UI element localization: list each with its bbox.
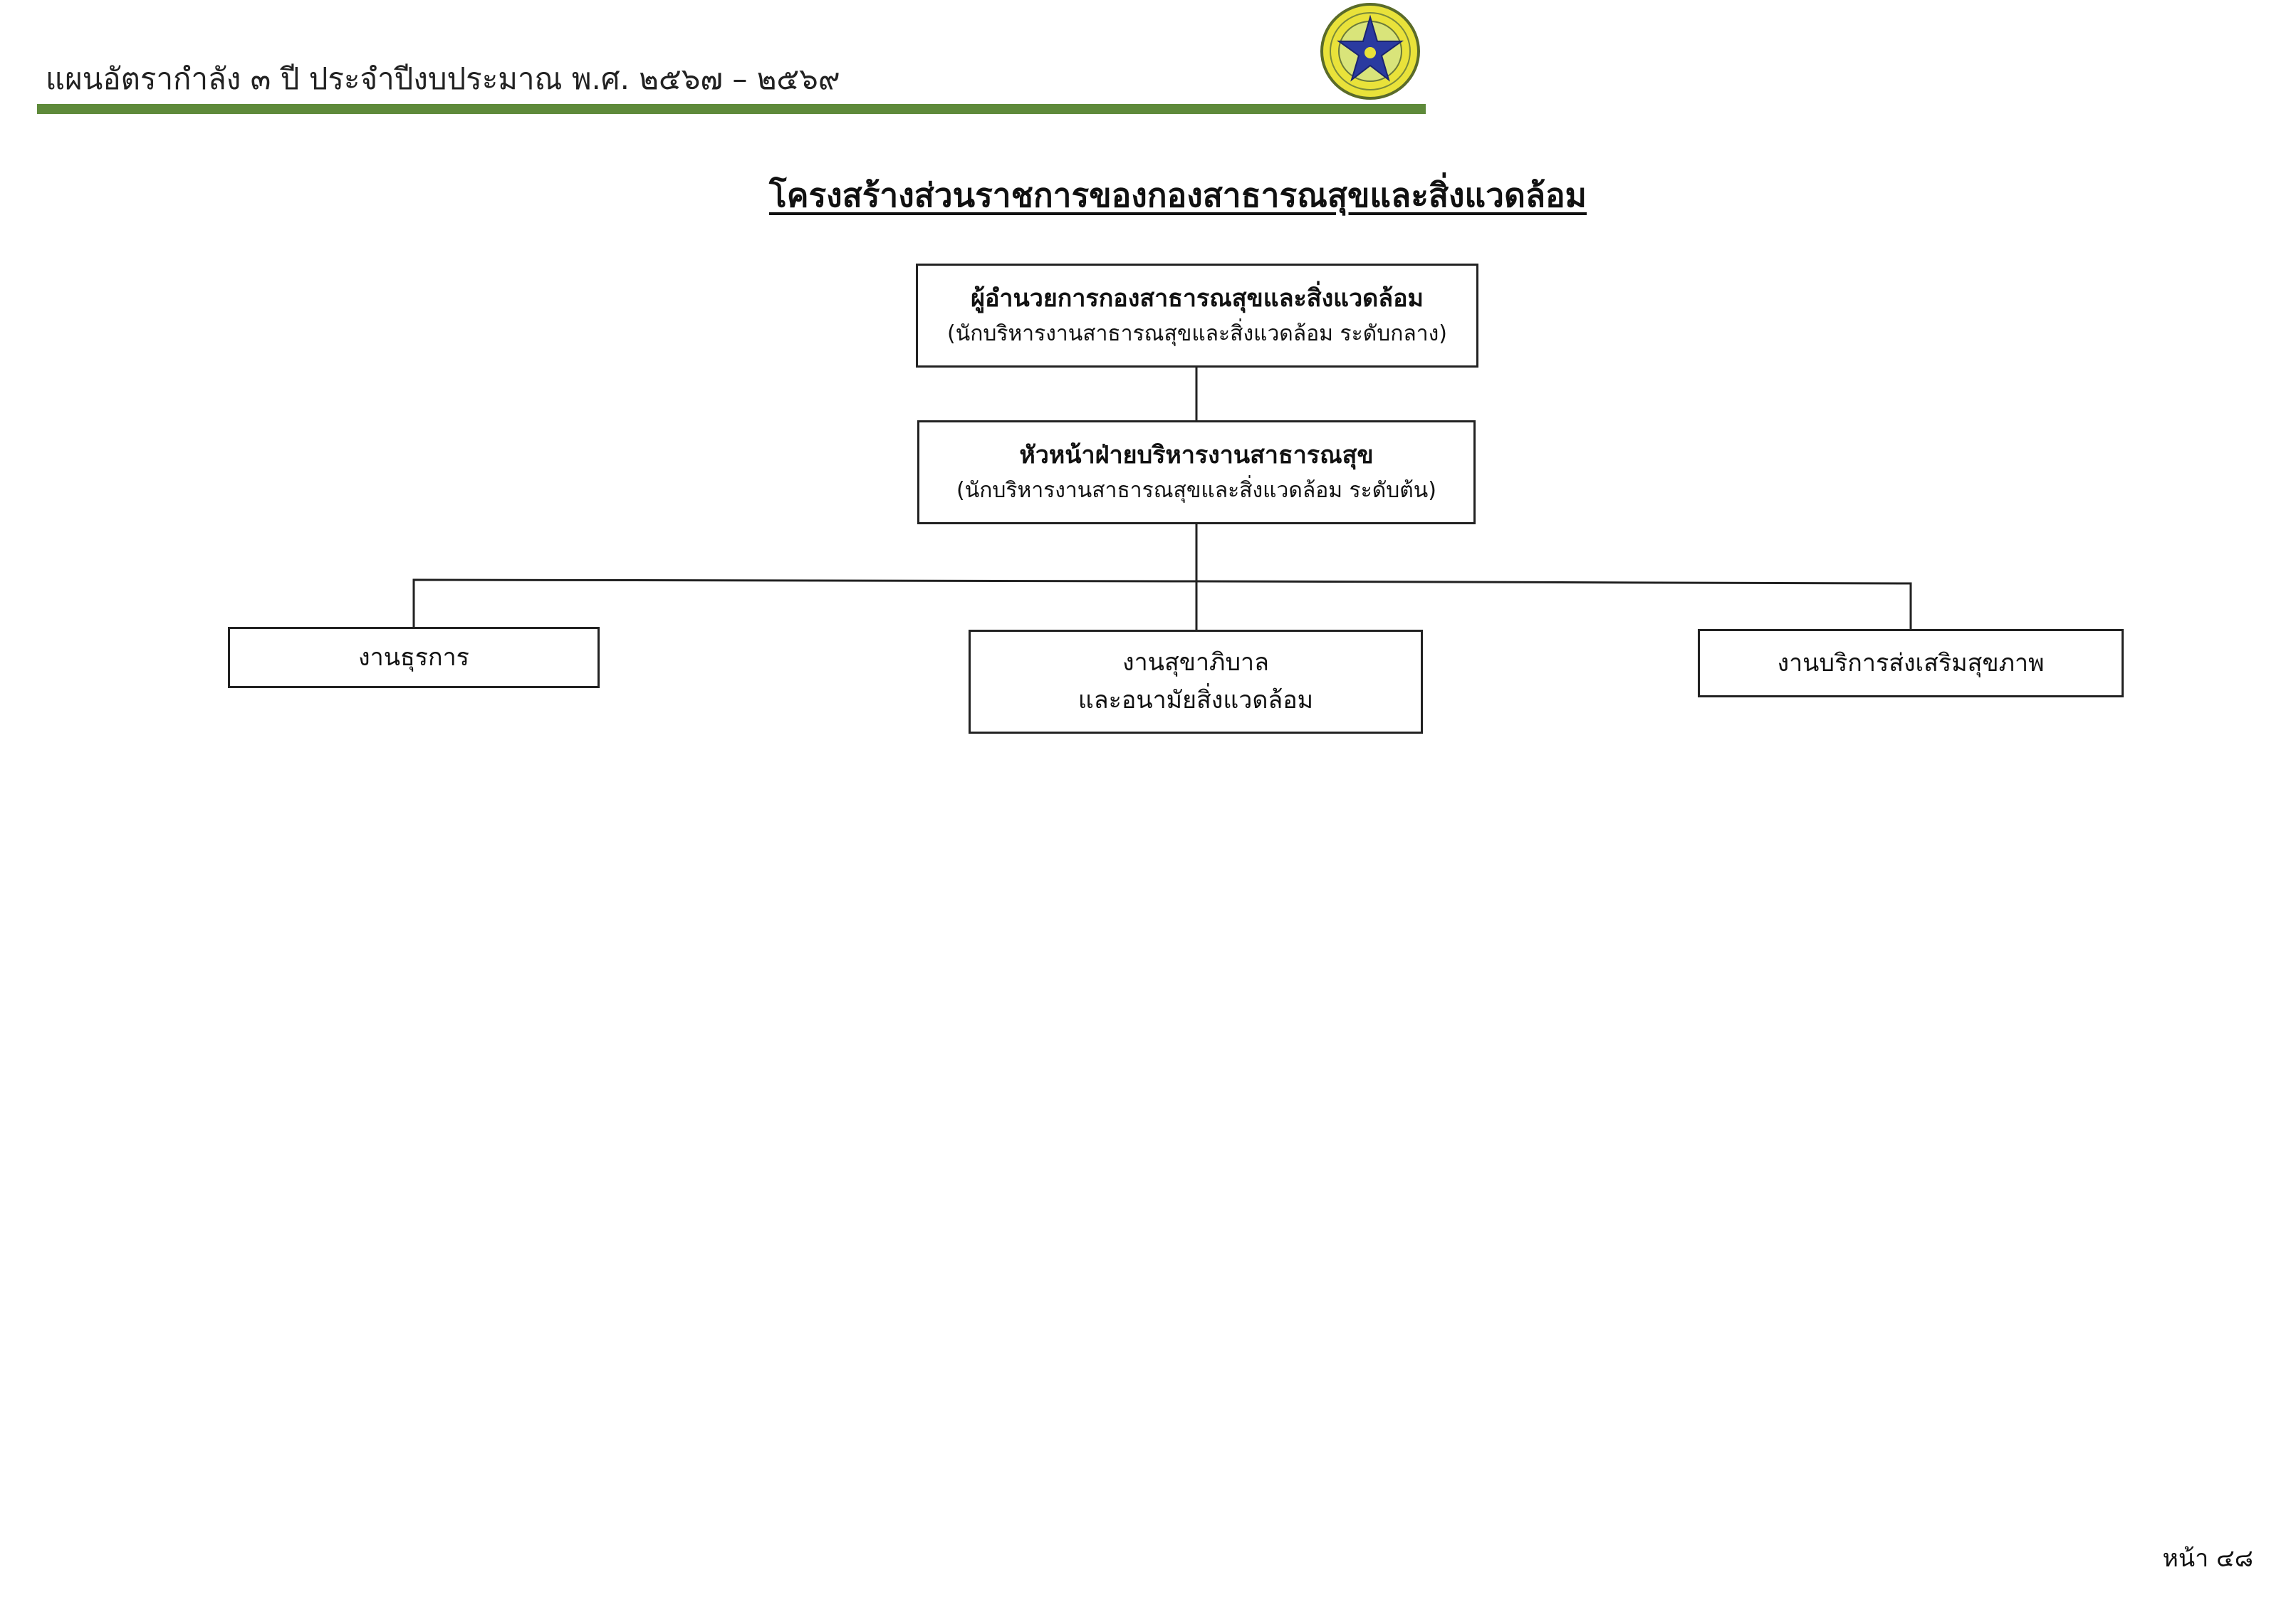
sanitation-work-line1: งานสุขาภิบาล xyxy=(1122,648,1269,677)
director-position: (นักบริหารงานสาธารณสุขและสิ่งแวดล้อม ระด… xyxy=(946,321,1447,347)
plan-header-title: แผนอัตรากำลัง ๓ ปี ประจำปีงบประมาณ พ.ศ. … xyxy=(46,61,840,96)
section-head-node: หัวหน้าฝ่ายบริหารงานสาธารณสุข (นักบริหาร… xyxy=(917,420,1476,524)
sanitation-work-line2: และอนามัยสิ่งแวดล้อม xyxy=(1077,686,1314,714)
director-title: ผู้อำนวยการกองสาธารณสุขและสิ่งแวดล้อม xyxy=(971,284,1424,313)
director-node: ผู้อำนวยการกองสาธารณสุขและสิ่งแวดล้อม (น… xyxy=(916,264,1478,368)
admin-work-label: งานธุรการ xyxy=(358,643,469,672)
sanitation-work-node: งานสุขาภิบาล และอนามัยสิ่งแวดล้อม xyxy=(969,630,1423,734)
health-promotion-label: งานบริการส่งเสริมสุขภาพ xyxy=(1777,648,2045,677)
section-head-position: (นักบริหารงานสาธารณสุขและสิ่งแวดล้อม ระด… xyxy=(956,478,1436,504)
connector-branch-bar xyxy=(412,578,1912,629)
municipal-seal-icon xyxy=(1319,1,1421,101)
section-head-title: หัวหน้าฝ่ายบริหารงานสาธารณสุข xyxy=(1019,440,1374,469)
health-promotion-node: งานบริการส่งเสริมสุขภาพ xyxy=(1698,629,2124,697)
header-divider xyxy=(37,104,1426,114)
diagram-title-text: โครงสร้างส่วนราชการของกองสาธารณสุขและสิ่… xyxy=(769,176,1587,214)
page-number: หน้า ๔๘ xyxy=(2162,1544,2253,1573)
admin-work-node: งานธุรการ xyxy=(228,627,600,688)
diagram-title: โครงสร้างส่วนราชการของกองสาธารณสุขและสิ่… xyxy=(0,170,2296,222)
